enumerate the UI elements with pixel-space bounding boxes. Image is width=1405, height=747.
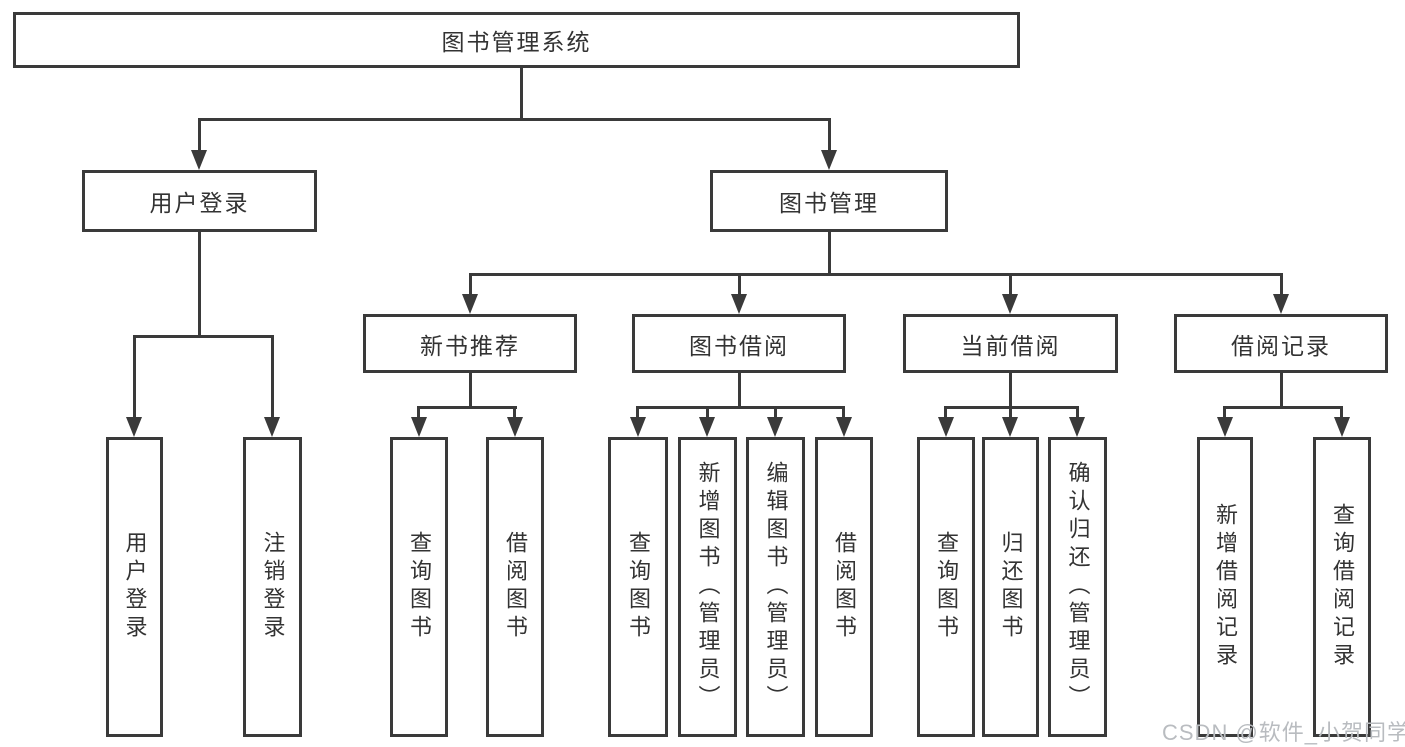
connector-line (1280, 373, 1283, 408)
leaf-current-confirm-admin: 确认归还（管理员） (1048, 437, 1107, 737)
node-book-management: 图书管理 (710, 170, 948, 232)
leaf-current-query-label: 查询图书 (934, 531, 959, 643)
connector-line (842, 406, 845, 420)
arrowhead-icon (126, 417, 142, 437)
arrowhead-icon (731, 294, 747, 314)
leaf-newbook-query: 查询图书 (390, 437, 448, 737)
connector-line (469, 273, 1283, 276)
connector-line (738, 373, 741, 408)
connector-line (469, 373, 472, 408)
node-user-login-label: 用户登录 (149, 190, 250, 216)
connector-line (944, 406, 947, 420)
connector-line (706, 406, 709, 420)
arrowhead-icon (507, 417, 523, 437)
connector-line (469, 273, 472, 297)
arrowhead-icon (462, 294, 478, 314)
node-book-management-label: 图书管理 (779, 190, 879, 216)
connector-line (198, 118, 201, 152)
leaf-current-return: 归还图书 (982, 437, 1039, 737)
arrowhead-icon (1334, 417, 1350, 437)
arrowhead-icon (821, 150, 837, 170)
arrowhead-icon (411, 417, 427, 437)
arrowhead-icon (191, 150, 207, 170)
node-book-borrowing-label: 图书借阅 (689, 332, 789, 359)
arrowhead-icon (938, 417, 954, 437)
leaf-user-login: 用户登录 (106, 437, 163, 737)
leaf-record-add: 新增借阅记录 (1197, 437, 1253, 737)
leaf-borrow-borrow-label: 借阅图书 (832, 531, 857, 643)
node-current-borrowing-label: 当前借阅 (960, 332, 1061, 359)
connector-line (133, 335, 274, 338)
leaf-record-query: 查询借阅记录 (1313, 437, 1371, 737)
connector-line (417, 406, 517, 409)
connector-line (198, 232, 201, 337)
connector-line (513, 406, 516, 420)
node-book-borrowing: 图书借阅 (632, 314, 846, 373)
node-new-book-recommend: 新书推荐 (363, 314, 577, 373)
connector-line (1223, 406, 1342, 409)
connector-line (1009, 273, 1012, 297)
connector-line (1009, 373, 1012, 408)
node-root: 图书管理系统 (13, 12, 1020, 68)
arrowhead-icon (1002, 294, 1018, 314)
connector-line (636, 406, 639, 420)
leaf-borrow-query: 查询图书 (608, 437, 668, 737)
leaf-newbook-borrow: 借阅图书 (486, 437, 544, 737)
leaf-newbook-query-label: 查询图书 (407, 531, 432, 643)
connector-line (271, 335, 274, 419)
arrowhead-icon (1273, 294, 1289, 314)
connector-line (1076, 406, 1079, 420)
connector-line (520, 68, 523, 120)
connector-line (133, 335, 136, 419)
arrowhead-icon (264, 417, 280, 437)
leaf-current-confirm-admin-label: 确认归还（管理员） (1065, 461, 1091, 713)
connector-line (828, 232, 831, 275)
connector-line (1340, 406, 1343, 420)
arrowhead-icon (1217, 417, 1233, 437)
connector-line (1009, 406, 1012, 420)
leaf-record-add-label: 新增借阅记录 (1213, 503, 1238, 671)
leaf-record-query-label: 查询借阅记录 (1330, 503, 1355, 671)
arrowhead-icon (767, 417, 783, 437)
leaf-borrow-edit-admin: 编辑图书（管理员） (746, 437, 805, 737)
leaf-logout: 注销登录 (243, 437, 302, 737)
leaf-newbook-borrow-label: 借阅图书 (503, 531, 528, 643)
node-user-login: 用户登录 (82, 170, 317, 232)
leaf-borrow-add-admin: 新增图书（管理员） (678, 437, 737, 737)
node-borrow-records-label: 借阅记录 (1231, 332, 1331, 359)
connector-line (1223, 406, 1226, 420)
csdn-watermark: CSDN @软件_小贺同学 (1162, 720, 1405, 745)
connector-line (774, 406, 777, 420)
leaf-current-query: 查询图书 (917, 437, 975, 737)
leaf-borrow-edit-admin-label: 编辑图书（管理员） (763, 461, 789, 713)
node-root-label: 图书管理系统 (441, 29, 592, 55)
arrowhead-icon (836, 417, 852, 437)
connector-line (738, 273, 741, 297)
node-borrow-records: 借阅记录 (1174, 314, 1388, 373)
connector-line (636, 406, 845, 409)
leaf-user-login-label: 用户登录 (122, 531, 148, 643)
arrowhead-icon (1002, 417, 1018, 437)
node-new-book-recommend-label: 新书推荐 (420, 332, 520, 359)
arrowhead-icon (1069, 417, 1085, 437)
connector-line (1280, 273, 1283, 297)
arrowhead-icon (699, 417, 715, 437)
arrowhead-icon (630, 417, 646, 437)
connector-line (828, 118, 831, 152)
leaf-borrow-query-label: 查询图书 (626, 531, 651, 643)
leaf-borrow-add-admin-label: 新增图书（管理员） (695, 461, 721, 713)
leaf-borrow-borrow: 借阅图书 (815, 437, 873, 737)
node-current-borrowing: 当前借阅 (903, 314, 1118, 373)
leaf-current-return-label: 归还图书 (998, 531, 1024, 643)
connector-line (198, 118, 831, 121)
leaf-logout-label: 注销登录 (260, 531, 286, 643)
connector-line (417, 406, 420, 420)
